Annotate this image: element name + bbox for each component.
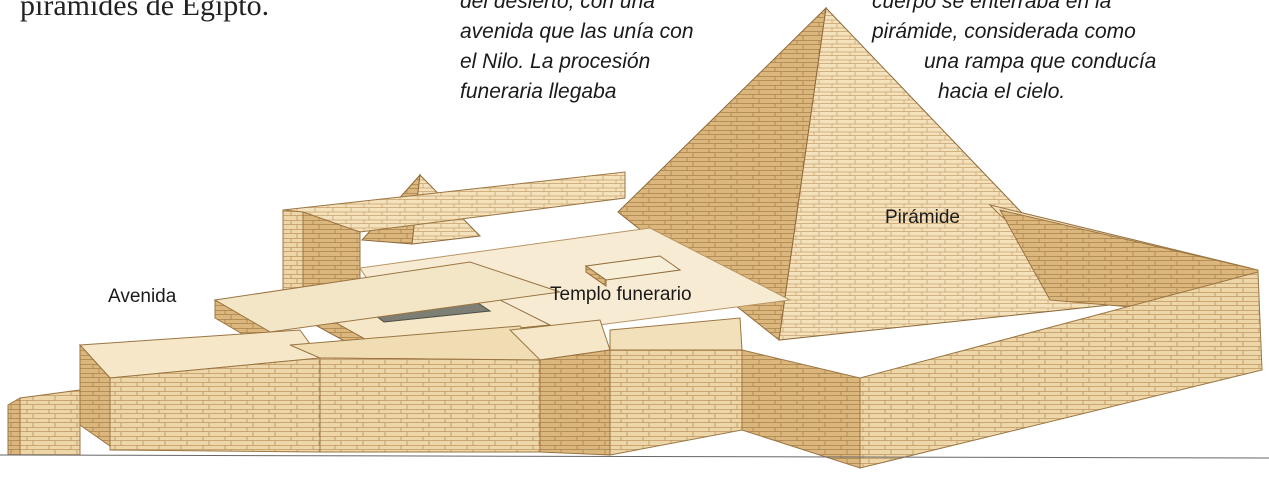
caption-left-line: el Nilo. La procesión bbox=[460, 50, 651, 73]
label-pyramid: Pirámide bbox=[885, 207, 960, 228]
caption-right-line: cuerpo se enterraba en la bbox=[872, 0, 1112, 13]
caption-left-line: funeraria llegaba bbox=[460, 80, 617, 103]
label-avenue: Avenida bbox=[108, 286, 177, 307]
front-walls bbox=[7, 317, 743, 456]
enclosure-wall-back-left bbox=[282, 171, 626, 291]
ground-line bbox=[0, 454, 1269, 459]
caption-left-line: del desierto, con una bbox=[460, 0, 655, 13]
caption-right-line: una rampa que conducía bbox=[924, 50, 1157, 73]
enclosure-wall-right bbox=[741, 204, 1263, 469]
caption-left-line: avenida que las unía con bbox=[460, 20, 694, 43]
heading-fragment: pirámides de Egipto. bbox=[20, 0, 270, 22]
caption-right-line: pirámide, considerada como bbox=[872, 20, 1136, 43]
label-temple: Templo funerario bbox=[550, 284, 692, 305]
caption-right-line: hacia el cielo. bbox=[938, 80, 1066, 103]
